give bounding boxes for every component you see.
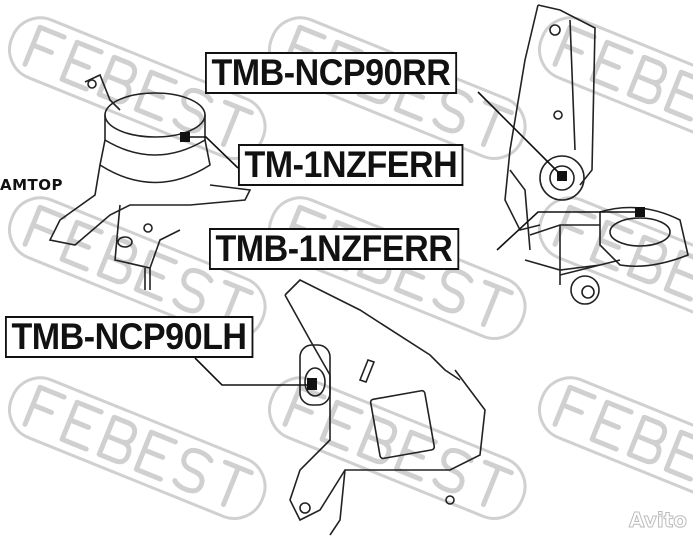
watermark-letter	[663, 69, 693, 122]
watermark-letter	[22, 384, 67, 427]
watermark-letter	[663, 249, 693, 302]
watermark-letter	[589, 399, 634, 452]
febest-watermark	[8, 196, 267, 340]
watermark-letter	[133, 429, 178, 482]
part-label-tmb-ncp90lh: TMB-NCP90LH	[5, 316, 253, 358]
part-label-tm-1nzferh: TM-1NZFERH	[238, 144, 464, 186]
watermark-letter	[626, 54, 668, 105]
watermark-letter	[172, 447, 214, 494]
watermark-letter	[432, 447, 474, 494]
watermark-letter	[480, 459, 514, 508]
part-label-tmb-ncp90rr: TMB-NCP90RR	[205, 52, 457, 94]
watermark-letter	[220, 459, 254, 508]
febest-watermark	[538, 196, 693, 340]
watermark-letter	[220, 99, 254, 148]
watermark-letter	[59, 399, 104, 452]
watermark-letter	[552, 384, 597, 427]
watermark-letter	[432, 87, 474, 134]
rear-mount-bracket-drawing	[504, 4, 596, 251]
seller-logo: AMTOP	[0, 176, 64, 194]
engine-mount-right-drawing	[48, 73, 252, 290]
febest-watermark	[8, 376, 267, 520]
watermark-letter	[663, 429, 693, 482]
watermark-letter	[96, 414, 138, 465]
leader-lines	[186, 91, 638, 386]
watermark-letter	[432, 267, 474, 314]
febest-watermark	[8, 16, 267, 160]
febest-watermark	[538, 16, 693, 160]
watermark-letter	[22, 204, 67, 247]
febest-watermark	[538, 376, 693, 520]
watermark-letter	[356, 414, 398, 465]
watermark-letter	[59, 39, 104, 92]
watermark-letter	[626, 414, 668, 465]
watermark-letter	[172, 87, 214, 134]
watermark-letter	[589, 39, 634, 92]
watermark-letter	[480, 279, 514, 328]
part-label-tmb-1nzferr: TMB-1NZFERR	[209, 228, 459, 270]
watermark-letter	[552, 24, 597, 67]
febest-watermark	[268, 376, 527, 520]
watermark-letter	[59, 219, 104, 272]
markers	[180, 132, 645, 390]
watermark-letter	[172, 267, 214, 314]
watermark-letter	[133, 249, 178, 302]
watermark-letter	[22, 24, 67, 67]
engine-mount-left-drawing	[284, 279, 486, 536]
watermark-letter	[282, 384, 327, 427]
avito-watermark: Avito	[629, 508, 688, 533]
rear-engine-mount-drawing	[524, 206, 689, 305]
